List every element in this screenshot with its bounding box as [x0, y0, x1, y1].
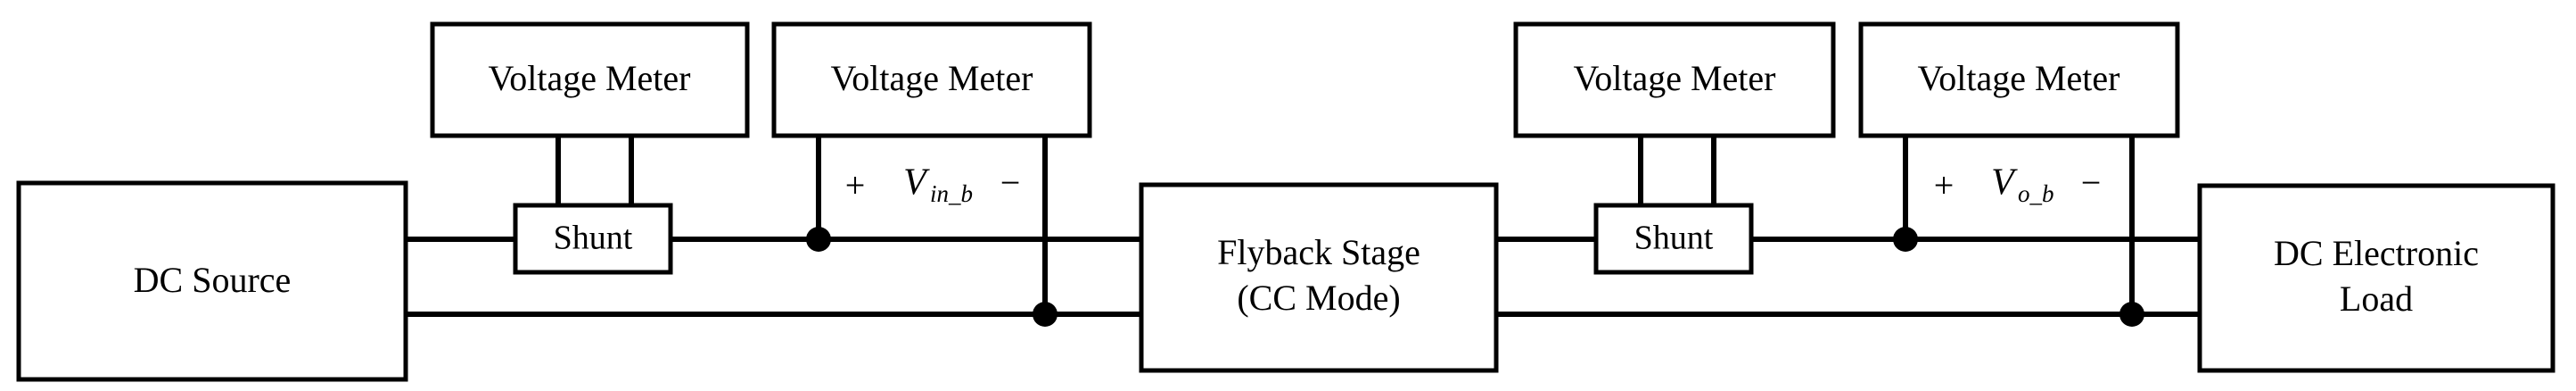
block-voltage-meter-3[interactable]: Voltage Meter [1513, 21, 1836, 138]
block-voltage-meter-2[interactable]: Voltage Meter [771, 21, 1092, 138]
block-voltage-meter-1[interactable]: Voltage Meter [430, 21, 750, 138]
shunt-2-label: Shunt [1634, 220, 1714, 257]
voltage-meter-4-label: Voltage Meter [1918, 58, 2120, 98]
junction-dot-vin-minus [1033, 302, 1058, 327]
voltage-meter-1-box[interactable] [430, 21, 750, 138]
dc-electronic-load-label-line-1: DC Electronic [2274, 233, 2479, 273]
output-voltage-plus-sign: + [1934, 165, 1955, 205]
input-voltage-symbol: V [903, 162, 930, 204]
voltage-meter-2-box[interactable] [771, 21, 1092, 138]
output-voltage-symbol: V [1991, 162, 2018, 204]
voltage-meter-2-label: Voltage Meter [831, 58, 1033, 98]
junction-dot-vo-minus [2119, 302, 2144, 327]
voltage-meter-3-box[interactable] [1513, 21, 1836, 138]
block-voltage-meter-4[interactable]: Voltage Meter [1858, 21, 2180, 138]
input-voltage-subscript: in_b [930, 180, 973, 207]
block-shunt-1[interactable]: Shunt [513, 203, 673, 275]
input-voltage-plus-sign: + [845, 165, 866, 205]
block-flyback-stage[interactable]: Flyback Stage (CC Mode) [1139, 182, 1499, 373]
voltage-meter-3-label: Voltage Meter [1574, 58, 1776, 98]
input-voltage-minus-sign: − [1000, 162, 1021, 203]
flyback-stage-label-line-2: (CC Mode) [1237, 278, 1400, 318]
output-voltage-annotation: + V o_b − [1934, 162, 2102, 207]
junction-dot-vo-plus [1893, 227, 1918, 252]
flyback-stage-label-line-1: Flyback Stage [1217, 232, 1420, 272]
block-dc-source[interactable]: DC Source [16, 180, 408, 382]
output-voltage-subscript: o_b [2018, 180, 2054, 207]
shunt-2-box[interactable] [1593, 203, 1754, 275]
junction-dot-vin-plus [806, 227, 831, 252]
voltage-meter-1-label: Voltage Meter [489, 58, 691, 98]
voltage-meter-4-box[interactable] [1858, 21, 2180, 138]
block-dc-electronic-load[interactable]: DC Electronic Load [2197, 183, 2555, 373]
flyback-stage-box[interactable] [1139, 182, 1499, 373]
dc-electronic-load-label-line-2: Load [2340, 279, 2413, 319]
block-shunt-2[interactable]: Shunt [1593, 203, 1754, 275]
input-voltage-annotation: + V in_b − [845, 162, 1021, 207]
shunt-1-label: Shunt [554, 220, 633, 257]
wire-group [406, 237, 2202, 317]
junction-dot-group [806, 227, 2144, 327]
dc-source-label: DC Source [134, 260, 292, 300]
dc-source-box[interactable] [16, 180, 408, 382]
shunt-1-box[interactable] [513, 203, 673, 275]
dc-electronic-load-box[interactable] [2197, 183, 2555, 373]
sense-lead-group [556, 136, 2135, 314]
output-voltage-minus-sign: − [2081, 162, 2102, 203]
